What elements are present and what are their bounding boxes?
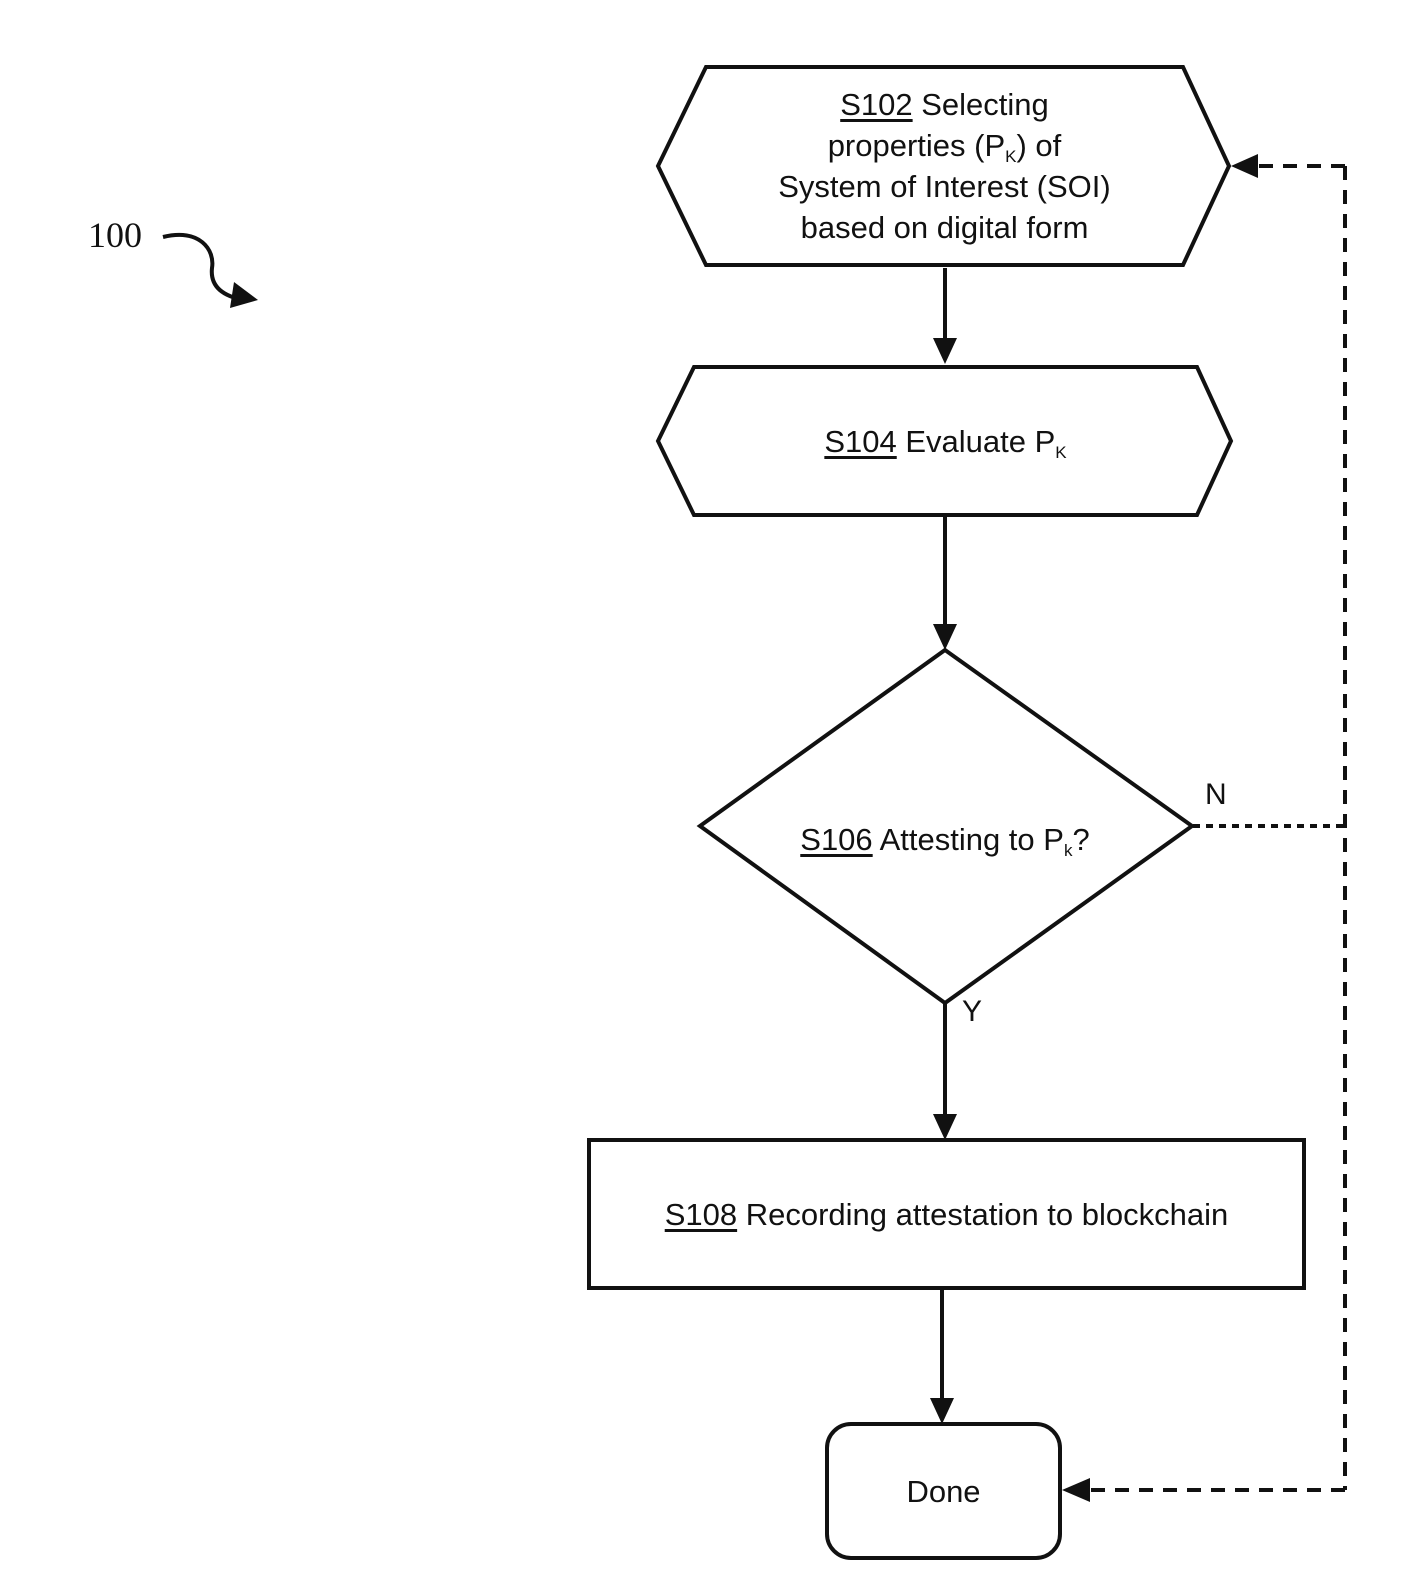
arrowhead-loop-done — [1062, 1478, 1090, 1502]
step-s106-id: S106 — [800, 822, 872, 857]
step-s104-text: Evaluate P — [897, 424, 1056, 459]
step-s104-id: S104 — [824, 424, 896, 459]
step-s104-label: S104 Evaluate PK — [694, 421, 1197, 462]
step-s106-label: S106 Attesting to Pk? — [720, 819, 1170, 860]
step-s102-line2-post: ) of — [1017, 128, 1062, 163]
arrowhead-s108 — [933, 1114, 957, 1140]
step-s102-line1: Selecting — [913, 87, 1049, 122]
step-s108-text: Recording attestation to blockchain — [737, 1197, 1228, 1232]
step-s108-label: S108 Recording attestation to blockchain — [589, 1194, 1304, 1235]
reference-leader-arrowhead — [230, 282, 258, 308]
step-s102-label: S102 Selecting properties (PK) of System… — [706, 84, 1183, 248]
step-s104-subscript: K — [1055, 443, 1066, 462]
figure-reference-numeral: 100 — [88, 214, 142, 256]
step-s106-text: Attesting to P — [873, 822, 1064, 857]
step-s102-line2-pre: properties (P — [828, 128, 1005, 163]
step-s102-id: S102 — [840, 87, 912, 122]
done-label: Done — [827, 1471, 1060, 1512]
step-s102-line3: System of Interest (SOI) — [706, 166, 1183, 207]
step-s102-line4: based on digital form — [706, 207, 1183, 248]
branch-label-no: N — [1205, 778, 1227, 812]
arrowhead-done — [930, 1398, 954, 1424]
arrowhead-s104 — [933, 338, 957, 364]
arrowhead-s106 — [933, 624, 957, 650]
step-s102-subscript: K — [1005, 147, 1016, 166]
reference-leader-arrow — [163, 235, 244, 300]
step-s108-id: S108 — [665, 1197, 737, 1232]
step-s106-question: ? — [1072, 822, 1089, 857]
arrowhead-loop-s102 — [1231, 154, 1258, 178]
branch-label-yes: Y — [962, 995, 982, 1029]
